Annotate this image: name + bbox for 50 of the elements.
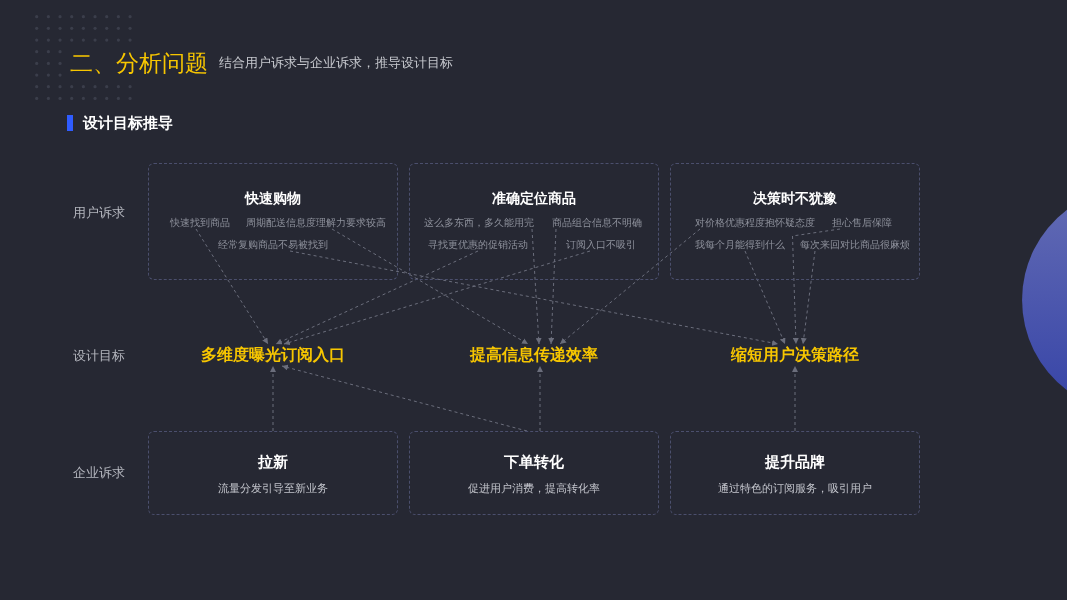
dashed-card bbox=[670, 431, 920, 515]
point-text: 这么多东西，多久能用完 bbox=[424, 217, 534, 229]
arrow bbox=[537, 365, 543, 432]
arrow bbox=[283, 250, 591, 346]
point-text: 对价格优惠程度抱怀疑态度 bbox=[695, 217, 815, 229]
point-text: 周期配送信息度理解力要求较高 bbox=[246, 217, 386, 229]
card-title: 下单转化 bbox=[504, 452, 564, 472]
card-description: 通过特色的订阅服务，吸引用户 bbox=[718, 481, 872, 495]
row-label: 企业诉求 bbox=[73, 464, 125, 482]
point-text: 寻找更优惠的促销活动 bbox=[428, 239, 528, 251]
row-label: 用户诉求 bbox=[73, 204, 125, 222]
card-description: 促进用户消费，提高转化率 bbox=[468, 481, 600, 495]
arrow bbox=[331, 228, 529, 345]
point-text: 商品组合信息不明确 bbox=[552, 217, 642, 229]
dashed-card bbox=[148, 163, 398, 280]
page-title: 二、分析问题 bbox=[70, 49, 208, 77]
card-description: 流量分发引导至新业务 bbox=[218, 481, 328, 495]
dashed-card bbox=[670, 163, 920, 280]
point-text: 快速找到商品 bbox=[170, 217, 230, 229]
point-text: 订阅入口不吸引 bbox=[566, 239, 636, 251]
section-heading: 设计目标推导 bbox=[83, 113, 173, 133]
arrow bbox=[548, 228, 557, 345]
arrow bbox=[289, 250, 779, 346]
goal-text: 提高信息传递效率 bbox=[470, 344, 598, 366]
arrow bbox=[531, 228, 542, 345]
point-text: 我每个月能得到什么 bbox=[695, 239, 785, 251]
point-text: 担心售后保障 bbox=[832, 217, 892, 229]
goal-text: 多维度曝光订阅入口 bbox=[201, 344, 345, 366]
card-title: 提升品牌 bbox=[765, 452, 825, 472]
arrow bbox=[281, 364, 528, 432]
card-title: 准确定位商品 bbox=[492, 190, 576, 208]
card-title: 快速购物 bbox=[245, 190, 301, 208]
arrow bbox=[270, 365, 276, 432]
arrow bbox=[195, 228, 269, 345]
arrow bbox=[559, 228, 701, 345]
dashed-card bbox=[148, 431, 398, 515]
arrow bbox=[800, 250, 816, 345]
arrow bbox=[744, 250, 786, 345]
card-title: 拉新 bbox=[258, 452, 288, 472]
page-subtitle: 结合用户诉求与企业诉求，推导设计目标 bbox=[219, 55, 453, 71]
goal-text: 缩短用户决策路径 bbox=[731, 344, 859, 366]
row-label: 设计目标 bbox=[73, 347, 125, 365]
dashed-card bbox=[409, 431, 659, 515]
point-text: 每次来回对比商品很麻烦 bbox=[800, 239, 910, 251]
dashed-card bbox=[409, 163, 659, 280]
point-text: 经常复购商品不易被找到 bbox=[218, 239, 328, 251]
card-title: 决策时不犹豫 bbox=[753, 190, 837, 208]
arrow bbox=[275, 250, 479, 345]
arrow bbox=[792, 365, 798, 432]
arrow bbox=[792, 228, 841, 345]
